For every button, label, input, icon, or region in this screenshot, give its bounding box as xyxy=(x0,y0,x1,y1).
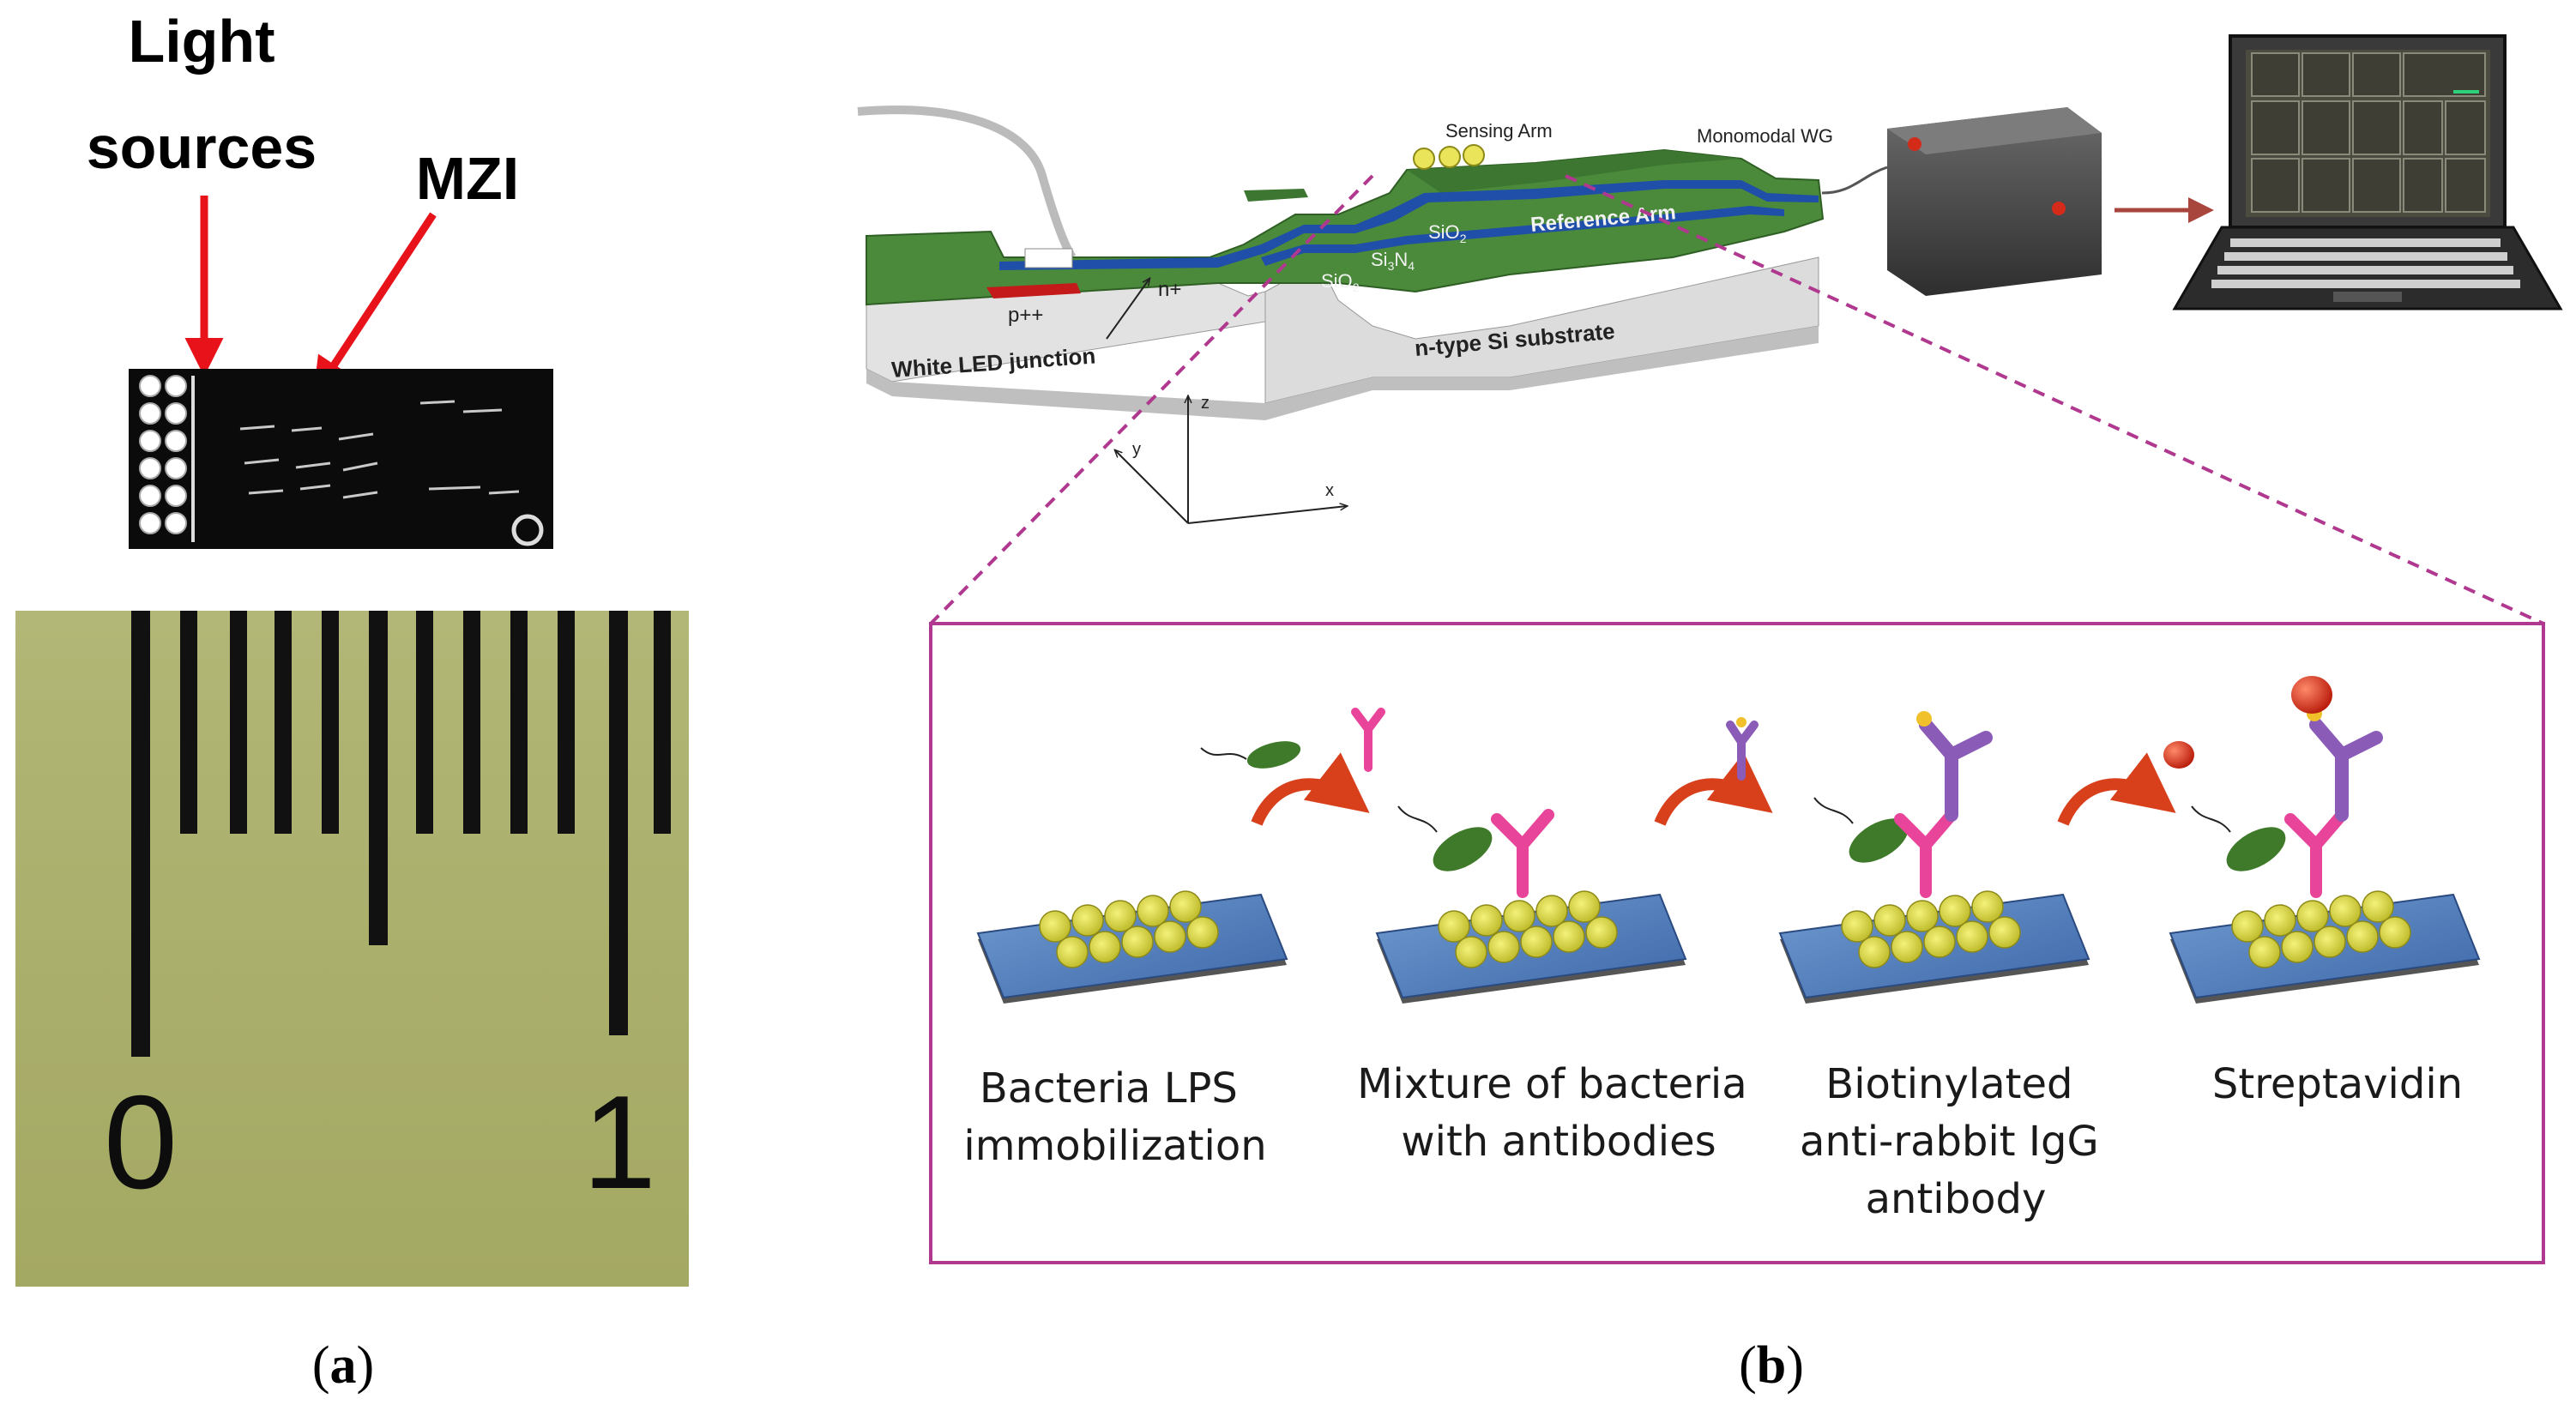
assay-steps-frame xyxy=(929,622,2545,1264)
antibody-icon xyxy=(1351,708,1385,772)
bacterium-icon xyxy=(1200,741,1301,769)
laptop-icon xyxy=(2172,34,2563,311)
light-sources-label-line1: Light xyxy=(128,8,274,75)
chip-photo xyxy=(129,369,553,549)
step-1-label: Bacteria LPS immobilization xyxy=(963,1064,1266,1170)
label-monomodal-wg: Monomodal WG xyxy=(1697,125,1833,147)
ruler-photo: 0 1 xyxy=(15,611,689,1287)
ruler-number-1: 1 xyxy=(582,1068,656,1216)
label-p-plus: p++ xyxy=(1008,304,1043,327)
label-sensing-arm: Sensing Arm xyxy=(1445,120,1553,142)
label-sio2-top: SiO2 xyxy=(1428,221,1467,245)
label-sio2-bottom: SiO2 xyxy=(1321,270,1360,294)
ruler-ticks xyxy=(131,611,671,1057)
assay-step-2 xyxy=(1375,717,1773,1004)
caption-a: (a) xyxy=(312,1336,374,1395)
assay-step-4 xyxy=(2169,676,2481,1004)
axis-z-label: z xyxy=(1201,394,1210,413)
mzi-chip-diagram: Sensing Arm Monomodal WG Reference Arm S… xyxy=(866,120,1833,420)
coordinate-axes xyxy=(1115,396,1347,524)
assay-step-1 xyxy=(976,708,1385,1004)
mzi-label: MZI xyxy=(416,145,520,212)
step-arrow-2 xyxy=(1654,752,1773,826)
step-2-label: Mixture of bacteria with antibodies xyxy=(1357,1060,1760,1166)
light-sources-label-line2: sources xyxy=(87,114,317,181)
waveguide xyxy=(999,180,1819,270)
axis-x-label: x xyxy=(1325,481,1334,500)
step-4-label: Streptavidin xyxy=(2212,1060,2463,1108)
zoom-lines xyxy=(929,174,2544,625)
label-n-plus: n+ xyxy=(1158,278,1181,301)
caption-b: (b) xyxy=(1739,1336,1804,1395)
step-arrow-1 xyxy=(1251,752,1370,826)
panel-b: Sensing Arm Monomodal WG Reference Arm S… xyxy=(857,34,2563,1395)
step-arrow-3 xyxy=(2057,752,2176,826)
axis-y-label: y xyxy=(1132,440,1141,459)
sensing-arm-receptors xyxy=(1413,144,1485,170)
label-si3n4: Si3N4 xyxy=(1371,249,1415,273)
ruler-number-0: 0 xyxy=(104,1068,178,1216)
panel-a: Light sources MZI xyxy=(15,8,689,1395)
mzi-arrow xyxy=(313,212,437,397)
step-3-label: Biotinylated anti-rabbit IgG antibody xyxy=(1800,1060,2112,1223)
assay-step-3 xyxy=(1778,711,2194,1004)
lps-spheres xyxy=(1039,890,1219,968)
bond-pads xyxy=(139,375,187,534)
mzi-traces xyxy=(239,400,520,499)
readout-instrument xyxy=(1821,107,2102,296)
optical-fiber xyxy=(857,106,1077,260)
